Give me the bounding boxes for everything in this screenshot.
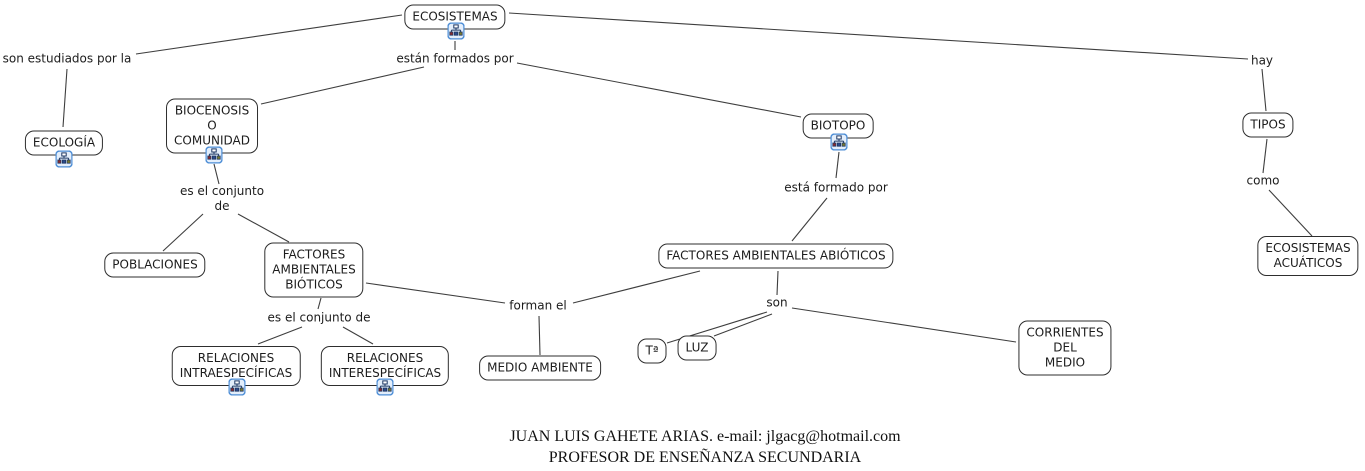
node-relaciones-intraespecificas[interactable]: RELACIONES INTRAESPECÍFICAS xyxy=(171,346,301,386)
link-label-hay[interactable]: hay xyxy=(1250,53,1274,68)
node-poblaciones[interactable]: POBLACIONES xyxy=(104,252,206,278)
link-label-esta-formado-por[interactable]: está formado por xyxy=(784,180,888,195)
node-temperatura[interactable]: Tª xyxy=(637,338,667,364)
link-label-es-el-conjunto-de-2[interactable]: es el conjunto de xyxy=(267,310,371,325)
link-label-forman-el[interactable]: forman el xyxy=(509,298,567,313)
author-credit: JUAN LUIS GAHETE ARIAS. e-mail: jlgacg@h… xyxy=(509,426,900,468)
resource-link-icon[interactable] xyxy=(205,146,223,164)
node-factores-bioticos[interactable]: FACTORES AMBIENTALES BIÓTICOS xyxy=(264,242,364,298)
link-label-son[interactable]: son xyxy=(766,295,788,310)
node-corrientes-del-medio[interactable]: CORRIENTES DEL MEDIO xyxy=(1018,320,1112,376)
link-label-estan-formados[interactable]: están formados por xyxy=(396,51,514,66)
resource-link-icon[interactable] xyxy=(447,22,465,40)
resource-link-icon[interactable] xyxy=(228,378,246,396)
link-label-son-estudiados[interactable]: son estudiados por la xyxy=(2,51,132,66)
link-label-como[interactable]: como xyxy=(1246,173,1280,188)
resource-link-icon[interactable] xyxy=(376,378,394,396)
link-label-es-el-conjunto-de-1[interactable]: es el conjunto de xyxy=(179,184,265,213)
resource-link-icon[interactable] xyxy=(55,150,73,168)
node-factores-abioticos[interactable]: FACTORES AMBIENTALES ABIÓTICOS xyxy=(658,243,894,269)
author-credit-line1: JUAN LUIS GAHETE ARIAS. e-mail: jlgacg@h… xyxy=(509,428,901,445)
node-luz[interactable]: LUZ xyxy=(677,335,717,361)
resource-link-icon[interactable] xyxy=(830,133,848,151)
node-tipos[interactable]: TIPOS xyxy=(1242,112,1294,138)
node-ecosistemas-acuaticos[interactable]: ECOSISTEMAS ACUÁTICOS xyxy=(1257,236,1359,276)
node-biocenosis[interactable]: BIOCENOSIS O COMUNIDAD xyxy=(166,98,258,154)
node-medio-ambiente[interactable]: MEDIO AMBIENTE xyxy=(479,355,601,381)
author-credit-line2: PROFESOR DE ENSEÑANZA SECUNDARIA xyxy=(548,449,862,466)
